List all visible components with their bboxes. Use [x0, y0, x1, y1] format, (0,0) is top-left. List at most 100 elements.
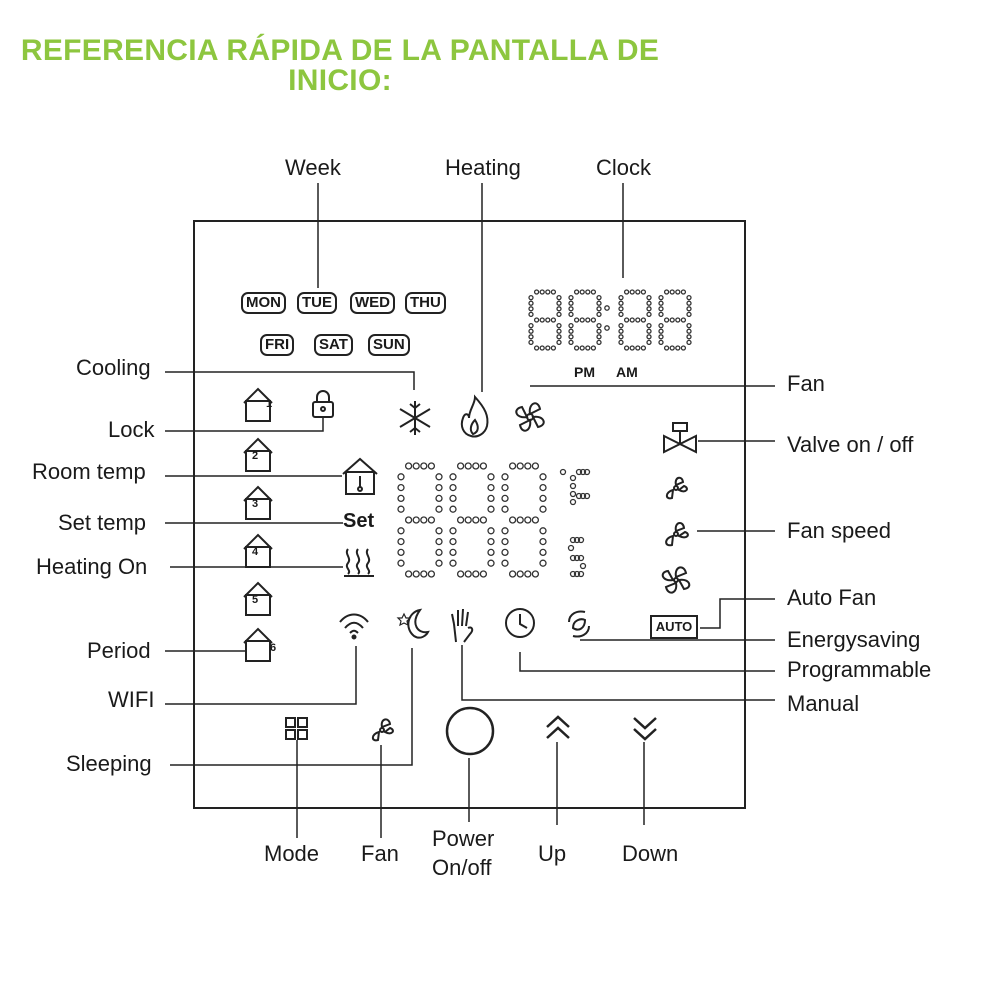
lcd-dot: [449, 559, 457, 567]
lcd-dot: [556, 334, 562, 340]
lcd-dot: [686, 311, 692, 318]
lcd-dot: [646, 311, 652, 318]
lcd-dot: [675, 317, 681, 323]
lcd-dot: [556, 339, 562, 346]
down-button[interactable]: [630, 713, 660, 743]
lcd-dot: [658, 311, 664, 318]
lcd-dot: [412, 462, 420, 470]
lcd-dot: [568, 334, 574, 340]
lcd-dot: [585, 289, 591, 295]
lcd-dot: [646, 334, 652, 340]
lcd-dot: [539, 473, 547, 481]
lcd-dot: [573, 570, 581, 578]
temperature-digits-display: [397, 462, 591, 578]
label-fan-top: Fan: [787, 371, 825, 396]
lcd-dot: [528, 339, 534, 346]
label-week: Week: [285, 155, 341, 180]
lcd-dot: [516, 462, 524, 470]
lcd-dot: [596, 334, 602, 340]
fan-speed-icons: [661, 476, 691, 594]
lcd-dot: [569, 536, 577, 544]
label-auto-fan: Auto Fan: [787, 585, 877, 610]
lcd-dot: [686, 294, 692, 301]
period-icons: [243, 387, 273, 662]
lcd-dot: [604, 325, 610, 331]
lcd-dot: [449, 494, 457, 503]
lcd-dot: [479, 570, 488, 578]
lcd-dot: [629, 345, 635, 351]
label-fan-speed: Fan speed: [787, 518, 891, 543]
day-wed: WED: [350, 292, 395, 314]
lcd-dot: [487, 494, 495, 503]
lcd-dot: [658, 328, 664, 334]
lcd-dot: [449, 505, 457, 513]
lcd-dot: [640, 289, 647, 295]
lcd-dot: [618, 339, 624, 346]
lcd-dot: [573, 554, 581, 562]
lcd-dot: [501, 505, 509, 513]
lcd-dot: [569, 474, 577, 482]
lcd-dot: [501, 548, 509, 557]
wifi-icon: [339, 613, 369, 640]
lcd-dot: [658, 300, 664, 306]
lcd-dot: [568, 322, 574, 329]
lcd-dot: [590, 289, 597, 295]
lcd-dot: [524, 570, 532, 578]
lcd-dot: [568, 328, 574, 334]
lcd-dot: [663, 345, 670, 351]
lcd-dot: [556, 300, 562, 306]
up-button[interactable]: [543, 713, 573, 743]
lcd-dot: [464, 462, 472, 470]
lcd-dot: [472, 516, 480, 524]
lcd-dot: [585, 345, 591, 351]
label-power-line2: On/off: [432, 855, 492, 880]
lcd-dot: [675, 345, 681, 351]
lcd-dot: [427, 462, 436, 470]
lcd-dot: [575, 468, 583, 476]
day-sat: SAT: [314, 334, 353, 356]
lcd-dot: [528, 334, 534, 340]
lcd-dot: [575, 492, 583, 500]
period-5-number: 5: [252, 594, 259, 606]
lcd-dot: [686, 328, 692, 334]
lcd-dot: [618, 306, 624, 312]
lcd-dot: [579, 317, 585, 323]
lcd-dot: [646, 322, 652, 329]
lcd-dot: [472, 462, 480, 470]
label-heating: Heating: [445, 155, 521, 180]
lcd-dot: [567, 544, 575, 552]
lcd-dot: [435, 473, 443, 481]
day-tue: TUE: [297, 292, 337, 314]
lcd-dot: [508, 570, 517, 578]
label-lock: Lock: [108, 417, 155, 442]
lcd-dot: [420, 462, 428, 470]
lcd-dot: [579, 492, 587, 500]
lcd-dot: [508, 516, 517, 524]
lcd-dot: [516, 516, 524, 524]
lcd-dot: [686, 322, 692, 329]
lcd-dot: [501, 527, 509, 535]
lcd-dot: [646, 300, 652, 306]
lcd-dot: [646, 328, 652, 334]
label-cooling: Cooling: [76, 355, 151, 380]
lcd-dot: [545, 317, 551, 323]
fan-button[interactable]: [367, 714, 397, 746]
clock-digits-display: [528, 289, 692, 351]
label-energysaving: Energysaving: [787, 627, 921, 652]
lcd-dot: [531, 570, 540, 578]
label-valve: Valve on / off: [787, 432, 914, 457]
mode-button[interactable]: [284, 716, 310, 742]
power-button[interactable]: [444, 703, 496, 759]
lcd-dot: [435, 559, 443, 567]
label-room-temp: Room temp: [32, 459, 146, 484]
lcd-dot: [464, 570, 472, 578]
lcd-dot: [435, 527, 443, 535]
heating-on-icon: [344, 548, 374, 577]
label-mode: Mode: [264, 841, 320, 866]
lcd-dot: [501, 537, 509, 546]
label-set-temp: Set temp: [58, 510, 147, 535]
title-line-1: REFERENCIA RÁPIDA DE LA PANTALLA DE: [20, 34, 660, 67]
lcd-dot: [539, 494, 547, 503]
lcd-dot: [686, 300, 692, 306]
lcd-dot: [635, 289, 641, 295]
